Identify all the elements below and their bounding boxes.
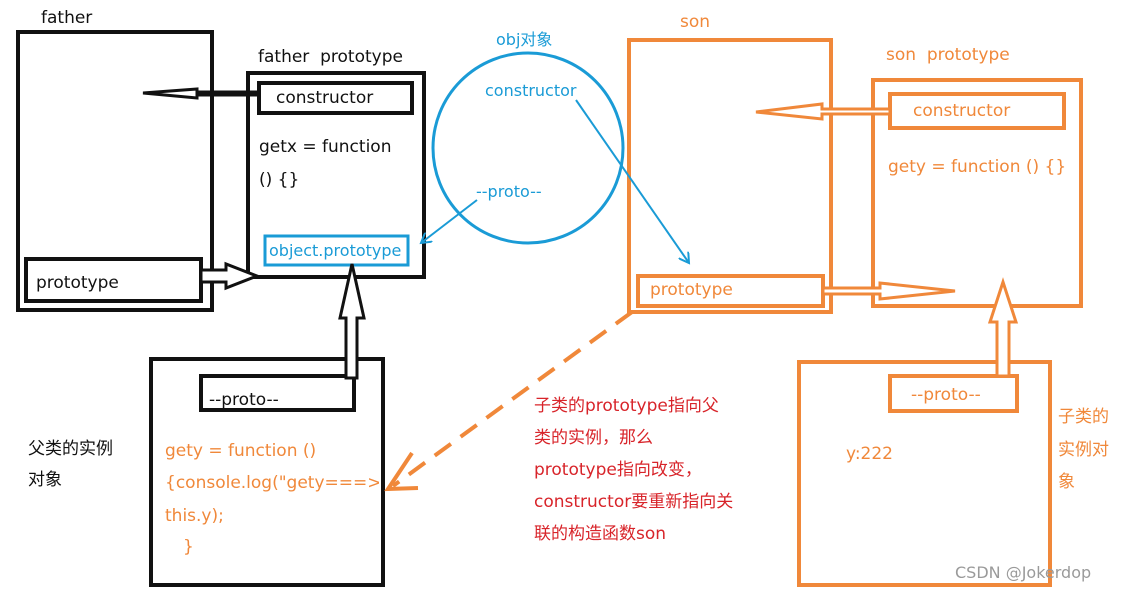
father-instance-code-line1: gety = function () (165, 441, 317, 461)
son-box (627, 38, 833, 314)
son-instance-box (797, 360, 1052, 587)
father-getx-line2: () {} (259, 170, 300, 190)
son-instance-side-label-line2: 实例对 (1058, 440, 1109, 460)
father-getx-line1: getx = function (259, 137, 392, 157)
son-instance-value: y:222 (846, 444, 893, 464)
father-constructor-label: constructor (276, 88, 374, 108)
father-instance-code-line4: } (183, 537, 194, 557)
son-constructor-label: constructor (913, 101, 1011, 121)
father-title: father (41, 8, 93, 28)
object-prototype-slot (263, 234, 410, 267)
arrow-son-prototype-to-father-instance-head (384, 451, 419, 492)
arrow-son-prototype-to-father-instance (391, 310, 634, 488)
father-instance-side-label-line2: 对象 (28, 470, 62, 490)
obj-title: obj对象 (496, 30, 553, 49)
son-prototype-label: prototype (650, 280, 733, 300)
son-prototype-box (871, 78, 1083, 308)
arrow-obj-proto-to-object-prototype (421, 199, 478, 243)
father-instance-box (149, 357, 385, 587)
annotation-line4: constructor要重新指向关 (534, 492, 734, 512)
son-prototype-title: son prototype (886, 45, 1010, 65)
arrow-son-instance-proto-up (987, 277, 1019, 378)
watermark: CSDN @Jokerdop (955, 563, 1092, 582)
father-instance-code-line2: {console.log("gety===>", (165, 473, 379, 493)
father-instance-code-line3: this.y); (165, 506, 224, 526)
annotation-line5: 联的构造函数son (534, 524, 667, 544)
object-prototype-label: object.prototype (269, 241, 402, 260)
son-gety-method: gety = function () {} (888, 157, 1067, 177)
father-instance-proto-slot (199, 374, 356, 412)
son-instance-proto-slot (888, 374, 1019, 413)
son-instance-side-label-line1: 子类的 (1058, 407, 1109, 427)
father-prototype-label: prototype (36, 273, 119, 293)
arrow-son-prototype-to-son-prototype-box (821, 281, 956, 301)
son-instance-proto-label: --proto-- (911, 385, 981, 405)
obj-circle (431, 51, 625, 245)
arrow-son-constructor-to-son (755, 102, 892, 121)
father-prototype-box (246, 71, 426, 279)
father-constructor-slot (257, 81, 414, 115)
son-instance-side-label-line3: 象 (1058, 472, 1075, 492)
father-instance-side-label-line1: 父类的实例 (28, 439, 113, 459)
arrow-constructor-to-father (142, 87, 261, 100)
arrow-prototype-to-father-prototype (199, 261, 262, 291)
obj-proto-label: --proto-- (476, 182, 542, 201)
arrow-obj-constructor-to-son-prototype (575, 99, 689, 263)
arrow-father-instance-proto-up (338, 263, 366, 380)
annotation-line2: 类的实例，那么 (534, 428, 653, 448)
annotation-line1: 子类的prototype指向父 (534, 396, 719, 416)
annotation-line3: prototype指向改变， (534, 460, 702, 480)
father-box (16, 30, 214, 312)
obj-constructor-label: constructor (485, 81, 577, 100)
son-title: son (680, 12, 711, 32)
father-instance-proto-label: --proto-- (209, 390, 279, 410)
father-prototype-title: father prototype (258, 47, 403, 67)
